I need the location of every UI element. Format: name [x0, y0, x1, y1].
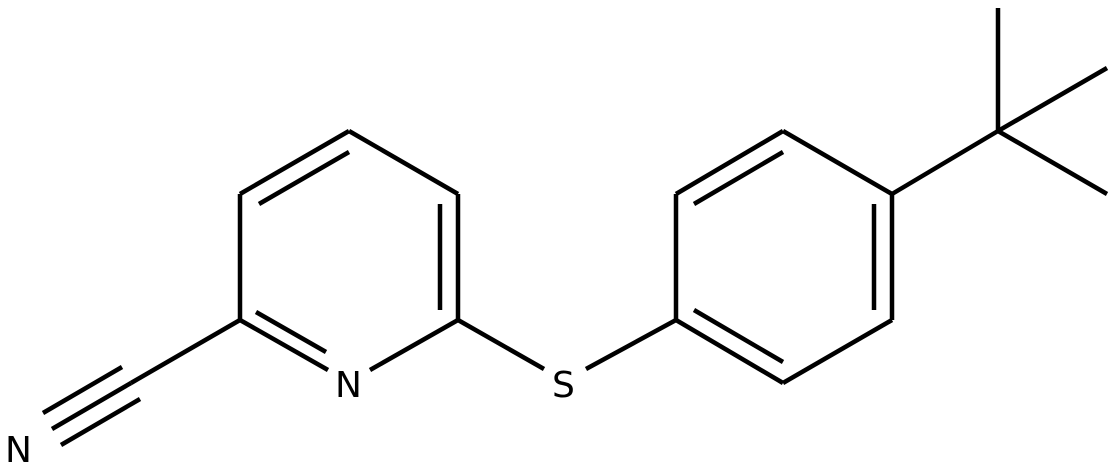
bond-n1-c2-inner	[254, 310, 328, 354]
bond-s-c1prime	[584, 318, 678, 371]
bond-c4-c5	[347, 129, 460, 196]
ring-nitrogen-label: N	[335, 365, 362, 406]
bond-c3-c4-inner	[257, 150, 351, 206]
bond-n1-c2	[238, 318, 330, 372]
bond-c6-s	[456, 318, 546, 371]
bond-b2-b3-inner	[692, 150, 785, 206]
bond-triple-upper	[41, 365, 124, 415]
bond-cq-me-lower	[996, 129, 1109, 196]
bond-c6-n1	[368, 318, 460, 372]
bond-b2-b3	[674, 129, 785, 196]
bond-c2-cn	[129, 318, 242, 385]
bond-b6-b1	[674, 318, 785, 385]
benzene-ring	[673, 129, 895, 385]
nitrile-nitrogen-label: N	[5, 430, 32, 470]
pyridine-ring	[237, 129, 461, 372]
tert-butyl-group	[890, 8, 1109, 196]
bond-b6-b1-inner	[692, 308, 785, 364]
bond-triple-center	[50, 381, 133, 431]
thioether-bridge	[456, 318, 678, 371]
sulfur-label: S	[552, 365, 575, 406]
bond-triple-lower	[59, 397, 142, 447]
bond-b3-b4	[781, 129, 894, 196]
nitrile-group	[41, 318, 242, 447]
bond-cq-me-upper	[996, 66, 1109, 133]
bond-b5-b6	[781, 318, 894, 385]
bond-c3-c4	[238, 129, 351, 196]
bond-b4-cq	[890, 129, 1000, 196]
